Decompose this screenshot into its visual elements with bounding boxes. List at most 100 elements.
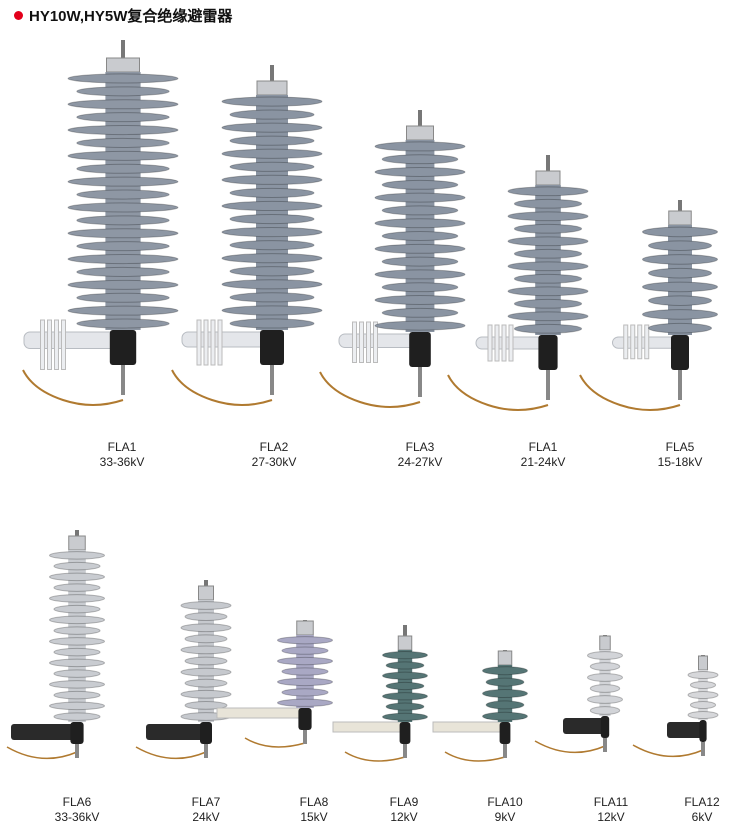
product-model: FLA5: [665, 440, 695, 454]
product-model: FLA1: [528, 440, 558, 454]
shed: [589, 706, 621, 715]
shed: [381, 154, 459, 165]
shed: [648, 267, 712, 279]
shed: [381, 231, 459, 241]
base-disconnector: [600, 716, 610, 738]
product-rating: 21-24kV: [520, 455, 566, 469]
shed: [67, 305, 179, 316]
mounting-bracket: [667, 722, 703, 738]
top-cap: [406, 125, 434, 141]
shed: [277, 677, 333, 687]
bottom-stud: [546, 370, 550, 400]
shed: [642, 254, 718, 265]
shed: [76, 241, 170, 252]
shed: [381, 282, 459, 293]
shed: [184, 612, 228, 622]
bottom-stud: [204, 744, 208, 758]
shed: [53, 583, 101, 592]
arrester-1: [22, 40, 179, 406]
ground-wire: [6, 746, 78, 760]
shed: [587, 695, 623, 704]
shed: [385, 702, 425, 711]
shed: [49, 701, 105, 711]
product-rating: 12kV: [390, 810, 418, 824]
bottom-stud: [121, 365, 125, 395]
shed: [76, 189, 170, 200]
terminal-stud: [546, 155, 550, 185]
bullet-icon: [14, 11, 23, 20]
shed: [49, 594, 105, 603]
shed: [49, 572, 105, 582]
ground-wire: [22, 369, 124, 406]
shed: [648, 322, 712, 334]
shed: [221, 96, 323, 107]
shed: [507, 211, 589, 222]
top-cap: [198, 585, 214, 601]
core: [68, 550, 86, 722]
bracket-fin: [203, 319, 209, 366]
shed: [507, 286, 589, 297]
product-rating: 24kV: [192, 810, 220, 824]
shed: [382, 651, 428, 660]
shed: [482, 711, 528, 721]
top-cap: [599, 635, 611, 651]
shed: [382, 692, 428, 701]
bracket-fin: [61, 319, 66, 370]
shed: [589, 684, 621, 693]
product-rating: 33-36kV: [99, 455, 145, 469]
shed: [67, 254, 179, 265]
product-rating: 15kV: [300, 810, 328, 824]
shed: [221, 122, 323, 133]
arrester-9: [332, 625, 428, 762]
ground-wire: [319, 371, 421, 408]
shed: [180, 667, 232, 677]
shed: [374, 295, 466, 305]
product-rating: 9kV: [494, 810, 516, 824]
shed: [513, 323, 583, 334]
product-rating: 12kV: [597, 810, 625, 824]
product-model: FLA9: [389, 795, 419, 809]
shed: [385, 681, 425, 691]
shed: [221, 305, 323, 316]
shed: [482, 666, 528, 676]
shed: [53, 647, 101, 657]
shed: [67, 202, 179, 213]
shed: [184, 656, 228, 666]
bottom-stud: [270, 365, 274, 395]
shed: [374, 243, 466, 254]
shed: [49, 637, 105, 646]
shed: [229, 318, 315, 329]
shed: [381, 256, 459, 267]
shed: [277, 636, 333, 645]
shed: [513, 223, 583, 234]
base-disconnector: [671, 335, 689, 370]
mounting-bracket: [332, 721, 406, 733]
top-cap: [698, 655, 708, 671]
mounting-bracket: [563, 718, 605, 734]
shed: [374, 218, 466, 229]
shed: [381, 307, 459, 318]
ground-wire: [632, 744, 704, 758]
shed: [229, 187, 315, 198]
bracket-fin: [373, 321, 378, 363]
shed: [485, 677, 525, 687]
bracket-fin: [210, 319, 216, 366]
shed: [281, 646, 329, 655]
shed: [180, 645, 232, 655]
shed: [687, 691, 719, 699]
shed: [76, 163, 170, 174]
product-model: FLA1: [107, 440, 137, 454]
shed: [507, 186, 589, 197]
product-rating: 33-36kV: [54, 810, 100, 824]
shed: [221, 200, 323, 212]
bottom-stud: [503, 744, 507, 758]
bracket-fin: [501, 324, 507, 362]
bracket-fin: [494, 324, 500, 362]
shed: [648, 240, 712, 251]
